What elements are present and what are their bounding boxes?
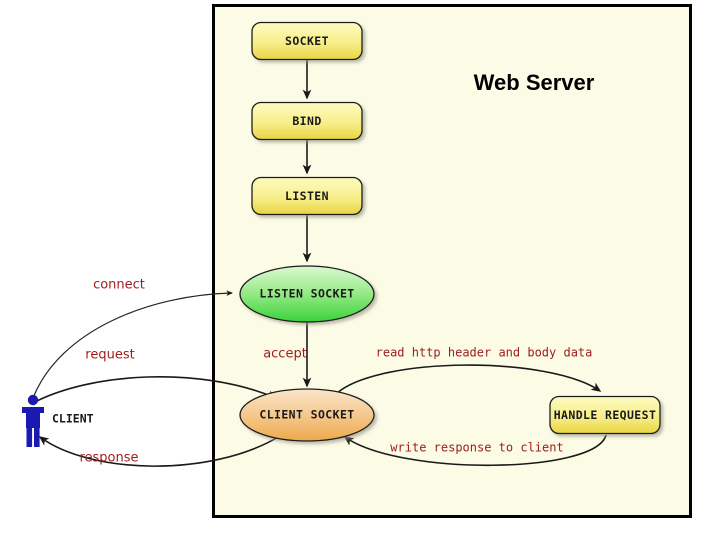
node-label-listen-socket: LISTEN SOCKET (259, 287, 354, 301)
node-shape (251, 176, 363, 216)
node-bind[interactable] (251, 101, 363, 141)
edge-layer: accept connect request response read htt… (30, 60, 607, 467)
edge-label-write-response: write response to client (390, 441, 563, 455)
node-handle-request[interactable] (549, 395, 661, 435)
node-client-socket[interactable] (239, 388, 375, 442)
actor-client[interactable]: CLIENT (22, 394, 94, 447)
edge-label-request: request (85, 348, 134, 363)
node-layer: SOCKET BIND LISTEN LISTEN SOCKET CLIENT … (239, 21, 661, 442)
node-shape (239, 265, 375, 323)
edge-write-response: write response to client (343, 434, 607, 467)
edge-line (343, 434, 607, 467)
node-shape (549, 395, 661, 435)
node-label-socket: SOCKET (285, 34, 329, 48)
node-listen[interactable] (251, 176, 363, 216)
person-leg-left (26, 426, 33, 447)
person-head (27, 394, 39, 406)
person-icon (22, 394, 44, 447)
node-label-bind: BIND (292, 114, 321, 128)
person-leg-right (34, 426, 40, 447)
edge-read-http: read http header and body data (335, 346, 602, 395)
node-socket[interactable] (251, 21, 363, 61)
edge-label-connect: connect (93, 278, 145, 293)
node-label-listen: LISTEN (285, 189, 329, 203)
node-shape (251, 21, 363, 61)
edge-request: request (30, 348, 278, 405)
node-shape (239, 388, 375, 442)
edge-line (32, 290, 234, 399)
edge-label-response: response (79, 451, 138, 466)
node-label-handle-request: HANDLE REQUEST (554, 408, 657, 422)
node-label-client-socket: CLIENT SOCKET (259, 408, 354, 422)
edge-line (30, 376, 278, 405)
edge-line (38, 435, 281, 467)
page-title: Web Server (474, 70, 595, 95)
actor-label-client: CLIENT (52, 412, 94, 426)
edge-connect: connect (32, 278, 234, 399)
edge-label-accept: accept (263, 347, 307, 362)
node-shape (251, 101, 363, 141)
edge-response: response (38, 435, 281, 467)
edge-accept: accept (263, 322, 312, 388)
edge-line (335, 364, 602, 395)
node-listen-socket[interactable] (239, 265, 375, 323)
edge-label-read-http: read http header and body data (376, 346, 593, 360)
person-torso (26, 407, 40, 428)
